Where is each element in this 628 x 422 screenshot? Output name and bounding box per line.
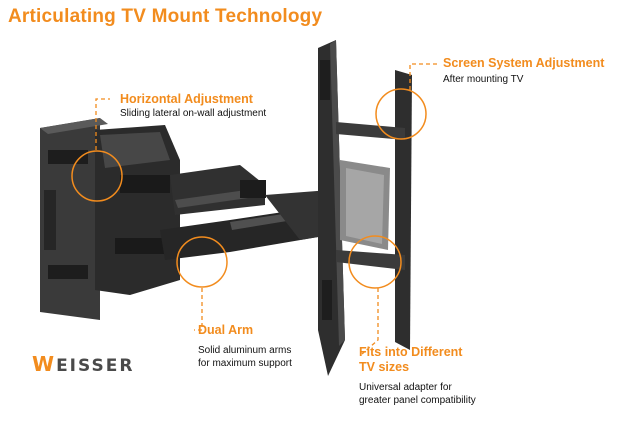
horizontal-adjustment-marker [71, 150, 123, 202]
horizontal-adjustment-text: Sliding lateral on-wall adjustment [120, 108, 267, 119]
fits-sizes-heading-line1: Fits into Different [359, 345, 463, 359]
dual-arm-text-line2: for maximum support [198, 358, 292, 369]
screen-adjustment-marker [375, 88, 427, 140]
fits-leader-line [361, 288, 379, 355]
screen-leader-line [409, 63, 438, 90]
screen-adjustment-heading: Screen System Adjustment [443, 56, 605, 70]
screen-adjustment-text: After mounting TV [443, 74, 524, 85]
tv-adapter [318, 40, 412, 376]
dual-arm-text-line1: Solid aluminum arms [198, 345, 292, 356]
dual-arm-leader-line [194, 288, 203, 331]
fits-sizes-text-line2: greater panel compatibility [359, 395, 476, 406]
dual-arm-callout: Dual Arm Solid aluminum arms for maximum… [198, 323, 292, 370]
fits-sizes-text-line1: Universal adapter for [359, 382, 452, 393]
logo-initial: W [32, 352, 57, 376]
page-title: Articulating TV Mount Technology [8, 6, 323, 27]
horizontal-adjustment-callout: Horizontal Adjustment Sliding lateral on… [120, 92, 266, 120]
logo-rest: EISSER [56, 356, 135, 376]
horizontal-leader-line [95, 98, 110, 150]
fits-sizes-marker [348, 235, 402, 289]
dual-arm-heading: Dual Arm [198, 323, 254, 337]
weisser-logo: WEISSER [32, 352, 134, 376]
fits-sizes-callout: Fits into Different TV sizes Universal a… [359, 345, 476, 407]
wall-plate [40, 118, 108, 320]
dual-arm-marker [176, 236, 228, 288]
dual-arm [160, 165, 330, 260]
horizontal-adjustment-heading: Horizontal Adjustment [120, 92, 253, 106]
screen-adjustment-callout: Screen System Adjustment After mounting … [443, 56, 604, 86]
wall-bracket [95, 125, 180, 295]
fits-sizes-heading-line2: TV sizes [359, 360, 410, 374]
